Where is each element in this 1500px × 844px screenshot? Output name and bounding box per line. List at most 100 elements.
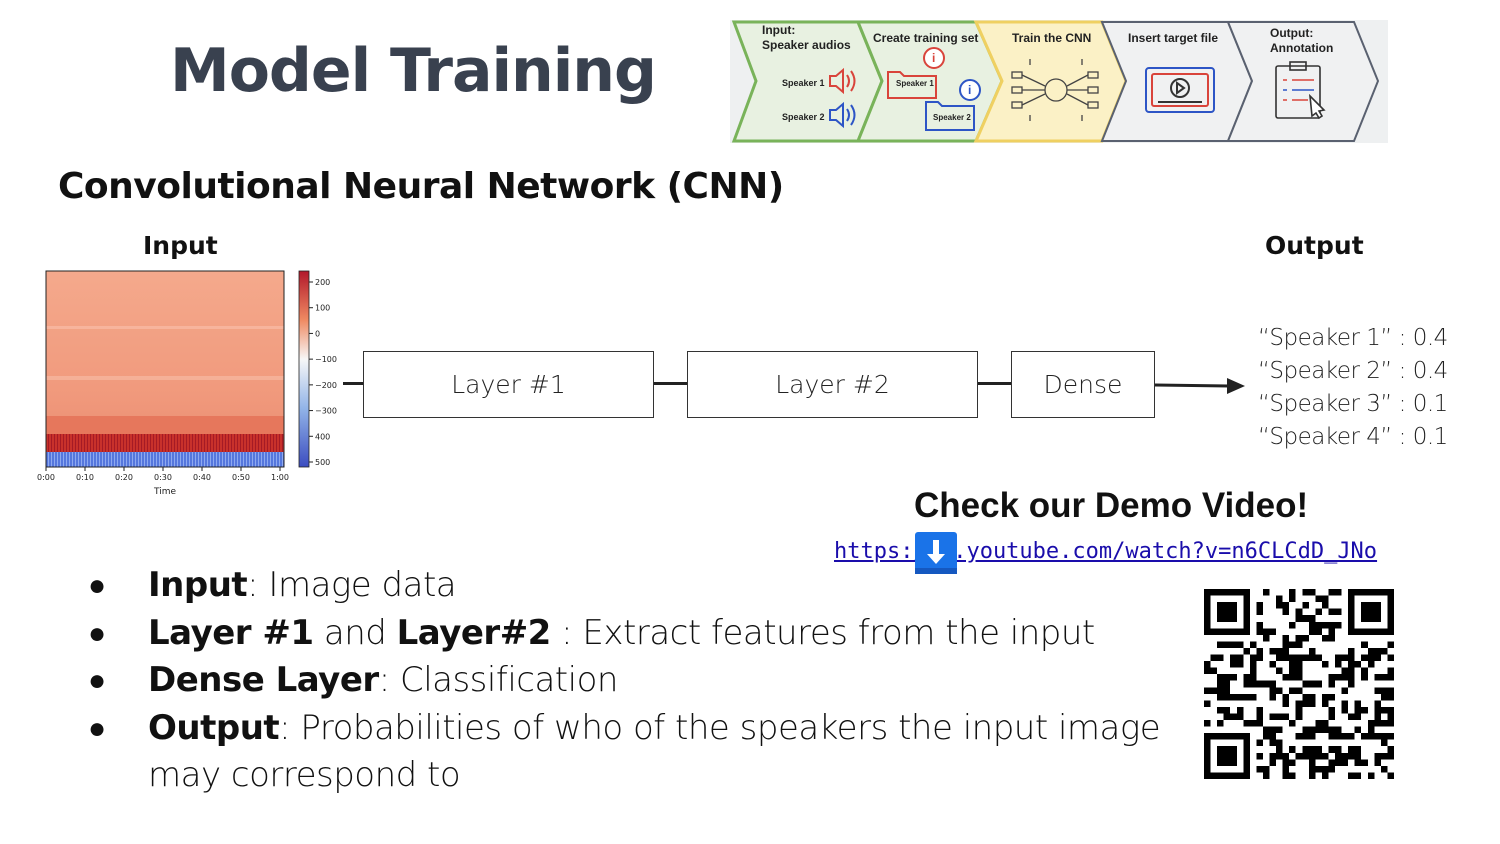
qr-module: [1269, 647, 1277, 655]
qr-module: [1380, 589, 1388, 596]
qr-module: [1315, 595, 1322, 603]
qr-module: [1230, 772, 1237, 779]
qr-module: [1348, 647, 1355, 655]
qr-module: [1302, 602, 1309, 609]
qr-module: [1269, 628, 1277, 635]
qr-module: [1302, 693, 1309, 701]
qr-module: [1217, 752, 1224, 760]
qr-module: [1230, 615, 1237, 622]
qr-module: [1236, 589, 1244, 596]
qr-module: [1223, 687, 1231, 694]
qr-module: [1236, 654, 1244, 662]
qr-module: [1348, 667, 1355, 675]
qr-module: [1341, 752, 1349, 760]
qr-module: [1315, 746, 1322, 753]
qr-module: [1256, 647, 1263, 655]
qr-module: [1348, 680, 1355, 688]
qr-module: [1243, 752, 1250, 760]
connector-layer1-layer2: [654, 382, 688, 385]
qr-module: [1295, 687, 1303, 694]
bullet-term: Output: [148, 707, 280, 748]
colorbar-tick-label: 200: [315, 278, 330, 287]
qr-module: [1308, 589, 1316, 596]
qr-module: [1230, 693, 1237, 701]
qr-module: [1243, 693, 1250, 701]
qr-module: [1328, 621, 1336, 629]
qr-module: [1295, 661, 1303, 668]
qr-module: [1354, 589, 1362, 596]
qr-module: [1204, 661, 1211, 668]
colorbar-tick-label: −300: [315, 407, 337, 416]
qr-module: [1367, 589, 1375, 596]
qr-module: [1243, 720, 1250, 727]
qr-module: [1374, 733, 1381, 740]
qr-module: [1348, 752, 1355, 760]
qr-module: [1315, 654, 1322, 662]
qr-module: [1256, 608, 1263, 616]
qr-module: [1230, 752, 1237, 760]
qr-module: [1328, 589, 1336, 596]
qr-module: [1243, 602, 1250, 609]
output-item: “Speaker 2” : 0.4: [1258, 358, 1448, 384]
qr-module: [1223, 733, 1231, 740]
qr-module: [1315, 628, 1322, 635]
qr-module: [1204, 608, 1211, 616]
qr-module: [1328, 706, 1336, 714]
colorbar-tick-label: 400: [315, 432, 330, 441]
qr-module: [1243, 628, 1250, 635]
qr-module: [1282, 641, 1290, 648]
qr-module: [1256, 621, 1263, 629]
download-icon[interactable]: [915, 532, 957, 574]
qr-module: [1321, 752, 1329, 760]
qr-module: [1321, 765, 1329, 773]
qr-module: [1367, 602, 1375, 609]
qr-module: [1269, 680, 1277, 688]
time-tick-label: 0:20: [115, 473, 133, 482]
bullet-dense: ● Dense Layer: Classification: [88, 657, 1168, 705]
qr-module: [1308, 772, 1316, 779]
bullet-dot: ●: [88, 663, 106, 698]
qr-module: [1348, 713, 1355, 721]
qr-module: [1361, 615, 1368, 622]
qr-module: [1321, 772, 1329, 779]
folder-speaker1-label: Speaker 1: [896, 79, 934, 88]
qr-module: [1374, 615, 1381, 622]
bullet-list: ●Input: Image data ●Layer #1 and Layer#2…: [88, 562, 1168, 800]
qr-module: [1223, 713, 1231, 721]
qr-module: [1243, 739, 1250, 747]
time-tick-label: 0:00: [37, 473, 55, 482]
qr-module: [1335, 608, 1342, 616]
qr-module: [1243, 589, 1250, 596]
qr-module: [1367, 772, 1375, 779]
qr-module: [1387, 693, 1394, 701]
qr-module: [1223, 674, 1231, 681]
qr-code[interactable]: [1204, 589, 1394, 779]
neural-network-icon: [1011, 59, 1099, 121]
qr-module: [1282, 674, 1290, 681]
output-heading: Output: [1265, 231, 1364, 260]
qr-module: [1269, 726, 1277, 734]
qr-module: [1387, 667, 1394, 675]
qr-module: [1282, 772, 1290, 779]
bullet-text: : Classification: [378, 660, 619, 700]
qr-module: [1217, 687, 1224, 694]
qr-module: [1328, 680, 1336, 688]
bullet-input: ●Input: Image data: [88, 562, 1168, 610]
qr-module: [1387, 752, 1394, 760]
qr-module: [1348, 772, 1355, 779]
qr-module: [1387, 608, 1394, 616]
qr-module: [1387, 589, 1394, 596]
speaker-blue-icon: [829, 101, 856, 129]
qr-module: [1256, 628, 1263, 635]
qr-module: [1341, 667, 1349, 675]
bullet-term: Dense Layer: [148, 660, 379, 700]
qr-module: [1361, 667, 1368, 675]
qr-module: [1335, 654, 1342, 662]
qr-module: [1380, 628, 1388, 635]
qr-module: [1223, 772, 1231, 779]
time-tick-label: 1:00: [271, 473, 289, 482]
qr-module: [1380, 687, 1388, 694]
qr-module: [1387, 772, 1394, 779]
qr-module: [1269, 752, 1277, 760]
